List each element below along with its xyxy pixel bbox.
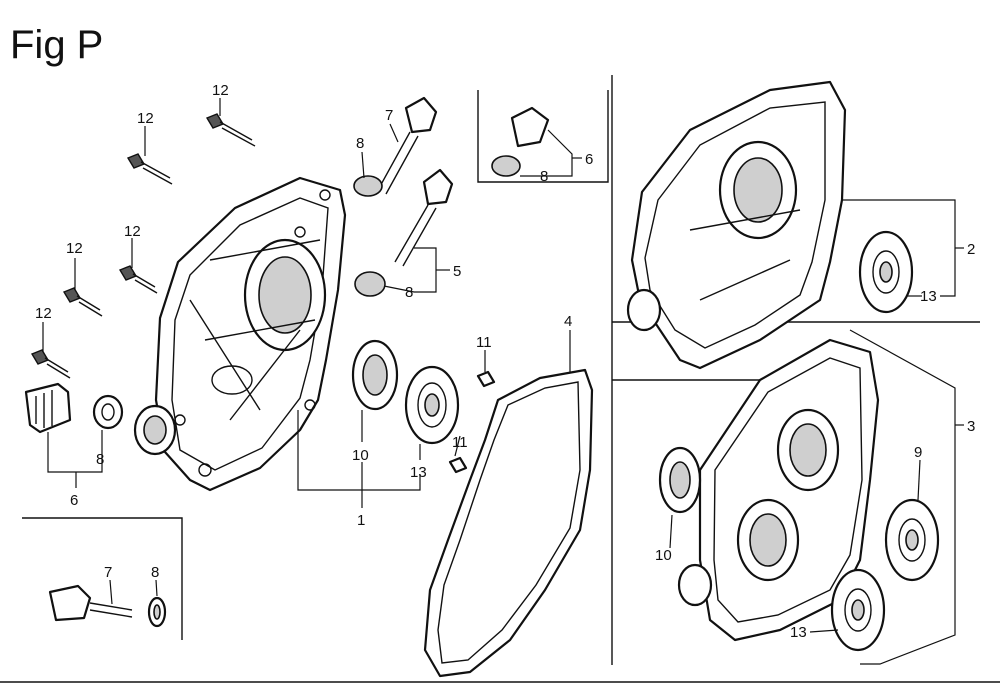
crankcase-cover-assembly-3 (658, 338, 940, 652)
callout-13: 13 (920, 288, 937, 305)
dipstick-lower (354, 168, 454, 297)
callout-10: 10 (352, 447, 369, 464)
dowel-pins (448, 370, 496, 474)
callout-numbers: 12 12 12 12 12 12 7 8 5 8 6 8 4 11 11 10… (35, 82, 975, 641)
callout-13: 13 (790, 624, 807, 641)
callout-8: 8 (151, 564, 159, 581)
callout-8: 8 (356, 135, 364, 152)
callout-11: 11 (452, 434, 468, 451)
dipstick-assembly-lower-left (48, 584, 167, 628)
lower-left-box (22, 517, 183, 640)
callout-4: 4 (564, 313, 572, 330)
inset-box-6 (477, 90, 609, 183)
callout-13: 13 (410, 464, 427, 481)
bolt-12-mid-left (62, 287, 103, 317)
bolt-12-lower-left (30, 349, 71, 379)
leader-lines (42, 98, 964, 665)
callout-8: 8 (540, 168, 548, 185)
callout-7: 7 (385, 107, 393, 124)
callout-8: 8 (96, 451, 104, 468)
seal-and-bearing-left (351, 339, 460, 445)
flange-bolts (30, 113, 256, 379)
crankcase-cover-assembly-2 (626, 80, 914, 370)
callout-6: 6 (585, 151, 593, 168)
callout-12: 12 (137, 110, 154, 127)
callout-5: 5 (453, 263, 461, 280)
dipstick-upper (353, 96, 438, 197)
callout-1: 1 (357, 512, 365, 529)
crankcase-cover-main (133, 176, 347, 492)
callout-12: 12 (124, 223, 141, 240)
gasket (423, 368, 594, 678)
callout-3: 3 (967, 418, 975, 435)
callout-11: 11 (476, 334, 492, 351)
bolt-12-upper-left (126, 153, 173, 185)
callout-8: 8 (405, 284, 413, 301)
figure-title: Fig P (10, 23, 103, 67)
bolt-12-top (205, 113, 256, 147)
callout-2: 2 (967, 241, 975, 258)
callout-12: 12 (35, 305, 52, 322)
oil-filler-cap-left (24, 382, 124, 434)
bolt-12-mid (118, 265, 158, 294)
callout-9: 9 (914, 444, 922, 461)
callout-10: 10 (655, 547, 672, 564)
callout-6: 6 (70, 492, 78, 509)
callout-12: 12 (212, 82, 229, 99)
callout-7: 7 (104, 564, 112, 581)
inset-cap (491, 106, 550, 177)
callout-12: 12 (66, 240, 83, 257)
